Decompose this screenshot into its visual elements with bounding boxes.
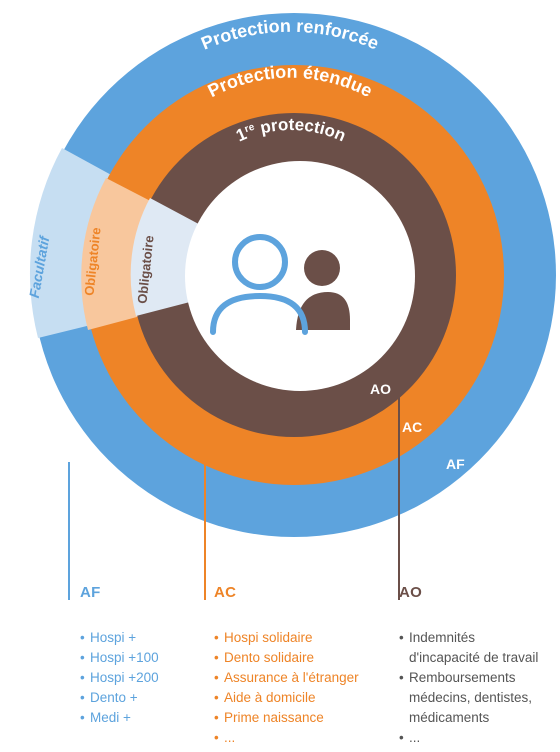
list-item: Dento solidaire <box>214 648 359 668</box>
list-item-continuation: médecins, dentistes, <box>409 690 533 705</box>
column-ao-list: Indemnités d'incapacité de travail Rembo… <box>399 628 538 748</box>
list-item: Dento + <box>80 688 159 708</box>
protection-rings-diagram: Protection renforcée Protection étendue … <box>26 13 556 600</box>
column-af: AF Hospi + Hospi +100 Hospi +200 Dento +… <box>80 584 159 728</box>
list-item: Medi + <box>80 708 159 728</box>
tag-af: AF <box>446 456 465 472</box>
list-item: Hospi +200 <box>80 668 159 688</box>
column-ac-title: AC <box>214 584 237 601</box>
center-circle <box>185 161 415 391</box>
label-obligatoire-ac: Obligatoire <box>81 227 103 297</box>
list-item: Prime naissance <box>214 708 359 728</box>
column-ac: AC Hospi solidaire Dento solidaire Assur… <box>214 584 359 748</box>
tag-ac: AC <box>402 419 422 435</box>
column-ao-title: AO <box>399 584 423 601</box>
list-item-continuation: d'incapacité de travail <box>409 650 539 665</box>
people-icon <box>210 234 350 335</box>
column-ac-list: Hospi solidaire Dento solidaire Assuranc… <box>214 628 359 748</box>
label-obligatoire-ao: Obligatoire <box>134 235 156 305</box>
tag-ao: AO <box>370 381 391 397</box>
list-item: Hospi +100 <box>80 648 159 668</box>
list-item: Assurance à l'étranger <box>214 668 359 688</box>
list-item: ... <box>214 728 359 748</box>
column-af-list: Hospi + Hospi +100 Hospi +200 Dento + Me… <box>80 628 159 728</box>
list-item: Remboursements <box>399 668 538 688</box>
list-item: Hospi + <box>80 628 159 648</box>
column-af-title: AF <box>80 584 101 601</box>
list-item: ... <box>399 728 538 748</box>
list-item: Indemnités <box>399 628 538 648</box>
list-item: Aide à domicile <box>214 688 359 708</box>
list-item: Hospi solidaire <box>214 628 359 648</box>
column-ao: AO Indemnités d'incapacité de travail Re… <box>399 584 538 748</box>
list-item-continuation: médicaments <box>409 710 490 725</box>
